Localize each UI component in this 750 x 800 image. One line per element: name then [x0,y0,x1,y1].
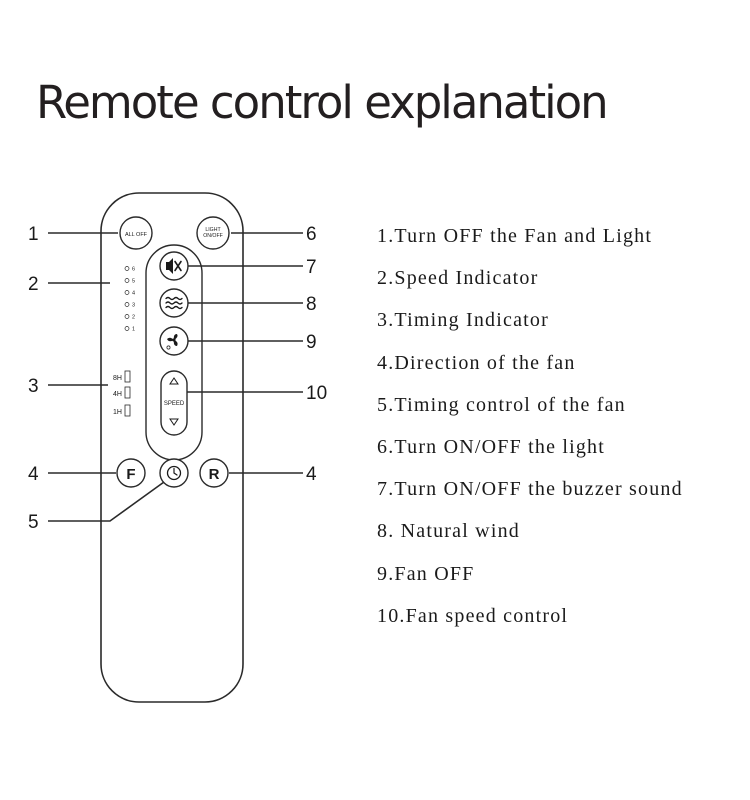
buzzer-button[interactable] [159,251,189,281]
svg-text:1H: 1H [113,409,122,416]
speaker-mute-icon [166,258,182,274]
timer-led: 1H [113,404,131,417]
callout-number-9: 9 [306,332,317,353]
speed-led: 1 [124,326,135,333]
svg-text:5: 5 [132,279,135,285]
callout-numbers: 1 2 3 4 5 6 7 8 9 10 4 [28,224,327,533]
legend-item: 9.Fan OFF [377,562,475,585]
callout-number-7: 7 [306,257,317,278]
speed-led: 6 [124,266,135,273]
timer-indicator: 8H 4H 1H [113,370,131,417]
legend-item: 3.Timing Indicator [377,309,549,332]
svg-text:4: 4 [132,291,135,297]
speed-led: 2 [124,314,135,321]
all-off-button[interactable]: ALL OFF [119,216,153,250]
timer-button[interactable] [159,458,189,488]
speed-indicator: 6 5 4 3 2 1 [124,266,135,333]
fan-off-button[interactable] [159,326,189,356]
svg-text:4H: 4H [113,391,122,398]
svg-text:1: 1 [132,327,135,333]
timer-led: 4H [113,386,131,399]
callout-number-4-left: 4 [28,464,39,485]
wind-icon [165,296,183,310]
legend-item: 1.Turn OFF the Fan and Light [377,225,653,247]
legend-item: 2.Speed Indicator [377,267,539,290]
legend-item: 5.Timing control of the fan [377,393,626,416]
legend-item: 6.Turn ON/OFF the light [377,435,606,458]
speed-down-icon[interactable] [169,418,179,426]
natural-wind-button[interactable] [159,288,189,318]
forward-label: F [126,466,135,483]
fan-icon [166,334,178,350]
callout-number-4-right: 4 [306,464,317,485]
speed-label: SPEED [164,401,185,407]
svg-text:3: 3 [132,303,135,309]
reverse-button[interactable]: R [199,458,229,488]
reverse-label: R [209,466,220,483]
page-title: Remote control explanation [36,76,609,129]
clock-icon [166,465,182,481]
callout-number-8: 8 [306,294,317,315]
forward-button[interactable]: F [116,458,146,488]
legend-item: 4.Direction of the fan [377,351,576,374]
all-off-label: ALL OFF [125,232,148,238]
remote-body [100,192,244,703]
callout-number-1: 1 [28,224,39,245]
callout-lines [48,232,303,522]
speed-up-icon[interactable] [169,377,179,385]
svg-text:6: 6 [132,267,135,273]
speed-control[interactable]: SPEED [160,370,188,436]
callout-number-6: 6 [306,224,317,245]
callout-number-10: 10 [306,383,327,404]
callout-line-5 [48,481,165,522]
legend-item: 8. Natural wind [377,520,520,543]
callout-number-5: 5 [28,512,39,533]
legend-item: 10.Fan speed control [377,604,569,627]
timer-led: 8H [113,370,131,383]
callout-number-2: 2 [28,274,39,295]
legend-item: 7.Turn ON/OFF the buzzer sound [377,478,683,501]
svg-text:8H: 8H [113,375,122,382]
speed-led: 4 [124,290,135,297]
speed-led: 3 [124,302,135,309]
svg-text:2: 2 [132,315,135,321]
speed-led: 5 [124,278,135,285]
callout-number-3: 3 [28,376,39,397]
legend-list: 1.Turn OFF the Fan and Light 2.Speed Ind… [377,222,683,644]
